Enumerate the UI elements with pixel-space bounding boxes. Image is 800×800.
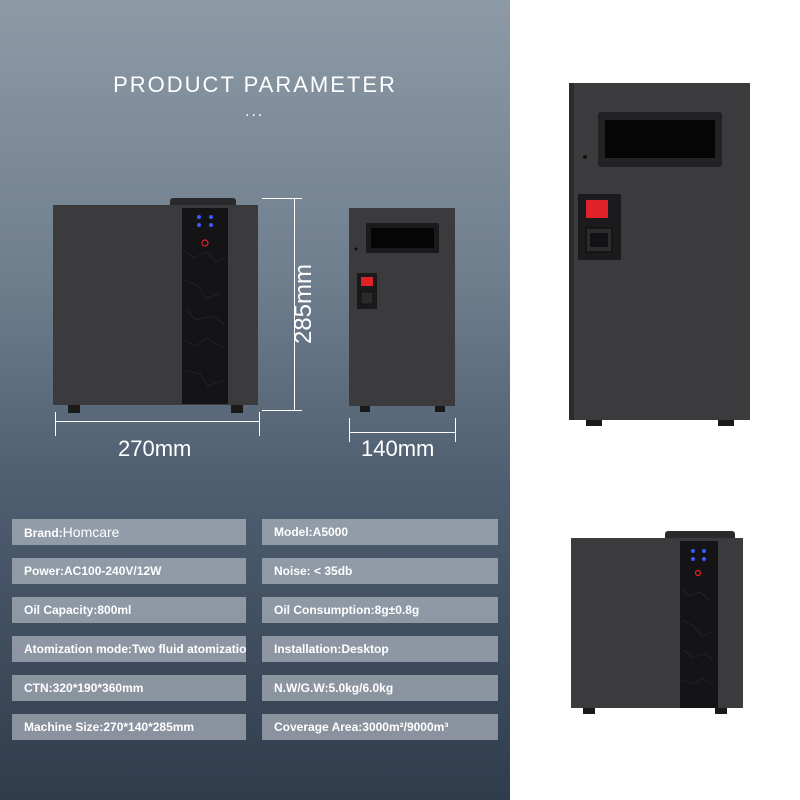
- spec-label: Noise:: [274, 564, 311, 578]
- spec-label: Oil Consumption:: [274, 603, 375, 617]
- spec-label: Brand:: [24, 526, 63, 540]
- page-title: PRODUCT PARAMETER: [113, 72, 397, 97]
- side-view-device: [349, 208, 455, 412]
- spec-label: CTN:: [24, 681, 53, 695]
- spec-label: Power:: [24, 564, 65, 578]
- spec-noise: Noise: < 35db: [262, 558, 498, 584]
- height-tick-bottom: [262, 410, 302, 411]
- depth-label: 140mm: [361, 436, 435, 461]
- spec-machine-size: Machine Size:270*140*285mm: [12, 714, 246, 740]
- spec-value: AC100-240V/12W: [64, 564, 162, 578]
- spec-label: Atomization mode:: [24, 642, 132, 656]
- spec-value: 3000m²/9000m³: [362, 720, 449, 734]
- spec-atomization-mode: Atomization mode:Two fluid atomization: [12, 636, 246, 662]
- spec-oil-capacity: Oil Capacity:800ml: [12, 597, 246, 623]
- spec-installation: Installation:Desktop: [262, 636, 498, 662]
- parameter-panel: PRODUCT PARAMETER ... 2: [0, 0, 510, 800]
- spec-label: Coverage Area:: [274, 720, 363, 734]
- spec-value: Desktop: [341, 642, 389, 656]
- width-label: 270mm: [118, 436, 192, 461]
- height-dimension-line: [294, 198, 295, 410]
- front-view-device: [53, 198, 258, 413]
- spec-label: Oil Capacity:: [24, 603, 98, 617]
- width-dimension-line: [55, 421, 260, 422]
- spec-value: 8g±0.8g: [374, 603, 420, 617]
- spec-value: 5.0kg/6.0kg: [328, 681, 394, 695]
- title-dots: ...: [245, 104, 265, 120]
- spec-label: N.W/G.W:: [274, 681, 329, 695]
- depth-tick-left: [349, 418, 350, 442]
- spec-value: 270*140*285mm: [103, 720, 195, 734]
- spec-coverage-area: Coverage Area:3000m²/9000m³: [262, 714, 498, 740]
- spec-model: Model:A5000: [262, 519, 498, 545]
- depth-tick-right: [455, 418, 456, 442]
- spec-value: < 35db: [310, 564, 353, 578]
- spec-value: A5000: [312, 525, 349, 539]
- spec-brand: Brand:Homcare: [12, 519, 246, 545]
- spec-label: Installation:: [274, 642, 342, 656]
- spec-label: Machine Size:: [24, 720, 104, 734]
- width-tick-right: [259, 412, 260, 436]
- height-tick-top: [262, 198, 302, 199]
- spec-label: Model:: [274, 525, 313, 539]
- depth-dimension-line: [349, 432, 455, 433]
- spec-value: 800ml: [97, 603, 132, 617]
- spec-value: Homcare: [62, 524, 120, 540]
- spec-ctn: CTN:320*190*360mm: [12, 675, 246, 701]
- spec-power: Power:AC100-240V/12W: [12, 558, 246, 584]
- spec-value: Two fluid atomization: [132, 642, 246, 656]
- spec-value: 320*190*360mm: [52, 681, 144, 695]
- width-tick-left: [55, 412, 56, 436]
- spec-weight: N.W/G.W:5.0kg/6.0kg: [262, 675, 498, 701]
- spec-oil-consumption: Oil Consumption:8g±0.8g: [262, 597, 498, 623]
